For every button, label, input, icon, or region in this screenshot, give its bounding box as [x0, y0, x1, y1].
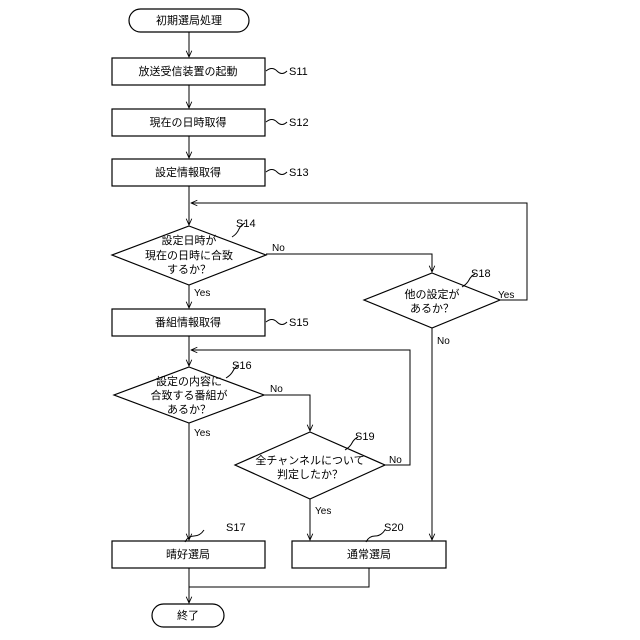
edge-s16-s19 [264, 395, 310, 431]
decision-s14-line3: するか？ [167, 263, 211, 276]
decision-s16-line3: あるか？ [167, 403, 211, 416]
branch-s19-no: No [389, 455, 402, 466]
process-s17-label: 晴好選局 [166, 547, 210, 561]
leader-s11 [266, 69, 287, 74]
step-label-s17: S17 [226, 522, 246, 534]
process-s11-label: 放送受信装置の起動 [139, 64, 238, 78]
start-label: 初期選局処理 [156, 13, 222, 27]
edge-s20-merge [189, 568, 369, 587]
step-label-s11: S11 [289, 66, 308, 78]
process-s13-label: 設定情報取得 [155, 165, 221, 179]
end-label: 終了 [177, 608, 199, 622]
decision-s16-line1: 設定の内容に [156, 374, 222, 388]
step-label-s14: S14 [236, 218, 256, 230]
decision-s19-line1: 全チャンネルについて [255, 453, 364, 467]
step-label-s19: S19 [355, 431, 375, 443]
decision-s16-line2: 合致する番組が [151, 388, 228, 402]
decision-s14-line1: 設定日時が [162, 233, 217, 247]
branch-s18-no: No [437, 336, 450, 347]
step-label-s15: S15 [289, 317, 309, 329]
leader-s17 [185, 530, 204, 542]
step-label-s13: S13 [289, 167, 309, 179]
branch-s14-no: No [272, 243, 285, 254]
branch-s16-no: No [270, 384, 283, 395]
leader-s13 [266, 170, 287, 175]
leader-s20 [366, 530, 385, 542]
branch-s16-yes: Yes [194, 428, 210, 439]
decision-s18-line2: あるか？ [410, 302, 454, 315]
edge-s14-s18 [266, 254, 432, 272]
step-label-s18: S18 [471, 268, 491, 280]
leader-s15 [266, 320, 287, 325]
process-s12-label: 現在の日時取得 [150, 116, 227, 129]
branch-s14-yes: Yes [194, 288, 210, 299]
decision-s18-line1: 他の設定が [405, 287, 460, 301]
branch-s19-yes: Yes [315, 506, 331, 517]
process-s20-label: 通常選局 [347, 548, 391, 561]
process-s15-label: 番組情報取得 [155, 316, 221, 329]
leader-s12 [266, 120, 287, 125]
branch-s18-yes: Yes [498, 290, 514, 301]
step-label-s20: S20 [384, 522, 404, 534]
step-label-s12: S12 [289, 117, 309, 129]
step-label-s16: S16 [232, 360, 252, 372]
decision-s19-line2: 判定したか？ [277, 467, 343, 481]
decision-s14-line2: 現在の日時に合致 [145, 248, 233, 262]
